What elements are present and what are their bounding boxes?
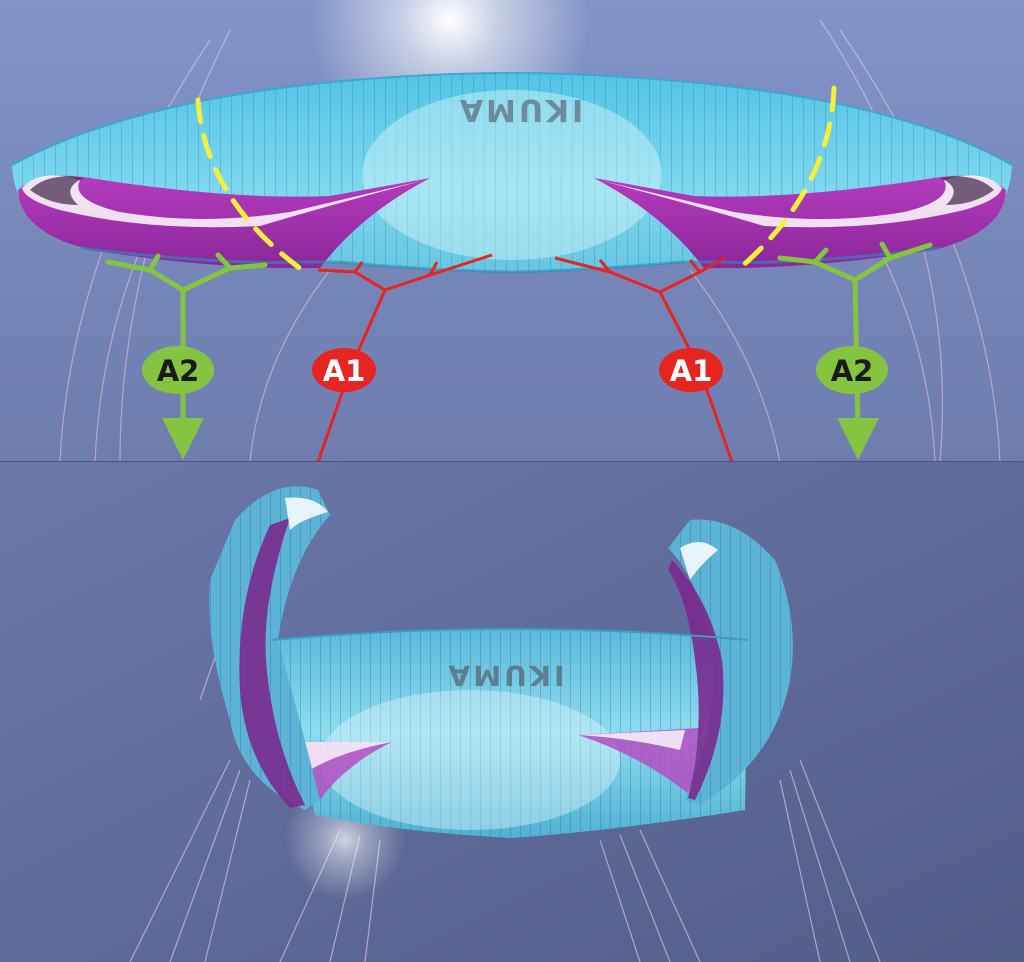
label-a1-left: A1	[312, 348, 376, 392]
stabilo-line-right	[737, 85, 837, 271]
bottom-panel: IKUMA	[0, 462, 1024, 962]
brand-logo: IKUMA	[457, 92, 583, 127]
label-a1-right: A1	[659, 348, 723, 392]
a1-twigs-left	[353, 261, 439, 276]
top-panel: IKUMA	[0, 0, 1024, 462]
stabilo-line-left	[195, 97, 308, 275]
label-a1-left-text: A1	[323, 354, 366, 388]
a1-branch-left	[317, 253, 493, 292]
label-a2-left-text: A2	[157, 354, 200, 388]
brand-logo-bottom: IKUMA	[446, 659, 565, 692]
a1-branch-right	[554, 256, 726, 294]
a2-twigs-left	[147, 252, 233, 273]
a2-branch-left	[105, 259, 268, 293]
canopy-big-ears: IKUMA	[209, 486, 793, 838]
label-a1-right-text: A1	[670, 354, 713, 388]
a2-branch-right	[777, 242, 933, 283]
canopy-inflated: IKUMA	[11, 72, 1013, 274]
a2-arrow-right	[837, 418, 879, 460]
stabilo-lines	[195, 85, 837, 275]
label-a2-right: A2	[816, 346, 888, 394]
a2-arrow-left	[162, 418, 204, 460]
a2-arrows	[162, 418, 879, 460]
label-a2-right-text: A2	[831, 354, 874, 388]
label-a2-left: A2	[142, 346, 214, 394]
a2-twigs-right	[812, 241, 893, 265]
a1-twigs-right	[598, 259, 702, 273]
a1-line-cascade	[316, 253, 734, 462]
